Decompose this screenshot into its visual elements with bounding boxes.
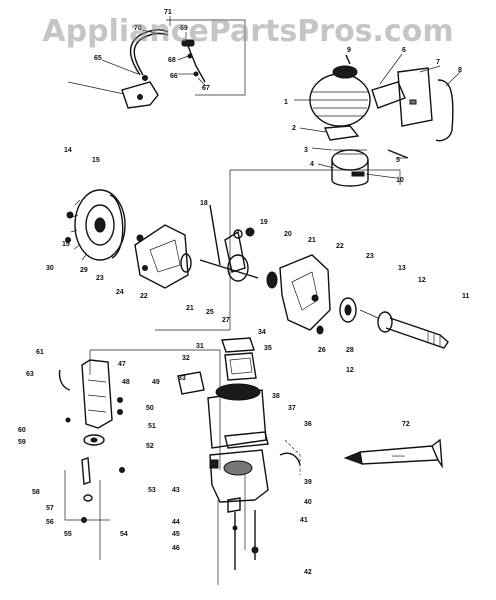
part-label-52: 52 xyxy=(146,443,154,450)
part-label-49: 49 xyxy=(152,379,160,386)
part-label-48: 48 xyxy=(122,379,130,386)
part-label-57: 57 xyxy=(46,505,54,512)
grease-tube: GREASE xyxy=(343,438,443,469)
throttle-assembly xyxy=(58,359,125,523)
part-label-27: 27 xyxy=(222,317,230,324)
part-label-36: 36 xyxy=(304,421,312,428)
part-label-66: 66 xyxy=(170,73,178,80)
part-label-10: 10 xyxy=(396,177,404,184)
part-label-29: 29 xyxy=(80,267,88,274)
part-label-51: 51 xyxy=(148,423,156,430)
part-label-55: 55 xyxy=(64,531,72,538)
part-label-14: 14 xyxy=(64,147,72,154)
part-label-5: 5 xyxy=(396,157,400,164)
part-label-72: 72 xyxy=(402,421,410,428)
part-label-45: 45 xyxy=(172,531,180,538)
part-label-19: 19 xyxy=(260,219,268,226)
part-label-41: 41 xyxy=(300,517,308,524)
part-label-58: 58 xyxy=(32,489,40,496)
part-label-60: 60 xyxy=(18,427,26,434)
part-label-23a: 23 xyxy=(366,253,374,260)
part-label-7: 7 xyxy=(436,59,440,66)
part-label-15b: 15 xyxy=(62,241,70,248)
part-label-25: 25 xyxy=(206,309,214,316)
part-label-61: 61 xyxy=(36,349,44,356)
part-label-32: 32 xyxy=(182,355,190,362)
part-label-35: 35 xyxy=(264,345,272,352)
part-label-12a: 12 xyxy=(418,277,426,284)
part-label-38: 38 xyxy=(272,393,280,400)
part-label-22b: 22 xyxy=(140,293,148,300)
part-label-37: 37 xyxy=(288,405,296,412)
part-label-34: 34 xyxy=(258,329,266,336)
part-label-68: 68 xyxy=(168,57,176,64)
part-label-42: 42 xyxy=(304,569,312,576)
part-label-59: 59 xyxy=(18,439,26,446)
part-label-21a: 21 xyxy=(308,237,316,244)
part-label-71: 71 xyxy=(164,9,172,16)
part-label-39: 39 xyxy=(304,479,312,486)
part-label-44: 44 xyxy=(172,519,180,526)
part-label-54: 54 xyxy=(120,531,128,538)
part-label-20: 20 xyxy=(284,231,292,238)
flywheel xyxy=(65,189,126,261)
part-label-4: 4 xyxy=(310,161,314,168)
part-label-2: 2 xyxy=(292,125,296,132)
part-label-30: 30 xyxy=(46,265,54,272)
crankcase-assembly xyxy=(134,204,331,335)
part-label-15a: 15 xyxy=(92,157,100,164)
fuel-line-assembly xyxy=(121,29,206,109)
label-leaders xyxy=(67,16,461,179)
part-label-9: 9 xyxy=(347,47,351,54)
part-label-26: 26 xyxy=(318,347,326,354)
part-label-8: 8 xyxy=(458,67,462,74)
part-label-67: 67 xyxy=(202,85,210,92)
svg-text:GREASE: GREASE xyxy=(392,454,405,458)
part-label-47: 47 xyxy=(118,361,126,368)
part-label-53: 53 xyxy=(148,487,156,494)
guide-lines xyxy=(64,19,401,585)
part-label-50: 50 xyxy=(146,405,154,412)
part-label-65: 65 xyxy=(94,55,102,62)
part-label-6: 6 xyxy=(402,47,406,54)
part-label-11: 11 xyxy=(462,293,470,300)
part-label-21b: 21 xyxy=(186,305,194,312)
part-label-56: 56 xyxy=(46,519,54,526)
part-label-70: 70 xyxy=(134,25,142,32)
part-label-22a: 22 xyxy=(336,243,344,250)
part-label-24: 24 xyxy=(116,289,124,296)
part-label-69: 69 xyxy=(180,25,188,32)
carburetor-assembly xyxy=(177,337,301,570)
part-label-18: 18 xyxy=(200,200,208,207)
part-label-28: 28 xyxy=(346,347,354,354)
part-label-63: 63 xyxy=(26,371,34,378)
part-label-46: 46 xyxy=(172,545,180,552)
part-label-12b: 12 xyxy=(346,367,354,374)
part-label-23b: 23 xyxy=(96,275,104,282)
part-label-33: 33 xyxy=(178,375,186,382)
part-label-3: 3 xyxy=(304,147,308,154)
part-label-40: 40 xyxy=(304,499,312,506)
cylinder-assembly xyxy=(309,54,454,187)
part-label-43: 43 xyxy=(172,487,180,494)
drive-shaft-assembly xyxy=(339,297,449,349)
part-label-1: 1 xyxy=(284,99,288,106)
part-label-13: 13 xyxy=(398,265,406,272)
part-label-31: 31 xyxy=(196,343,204,350)
